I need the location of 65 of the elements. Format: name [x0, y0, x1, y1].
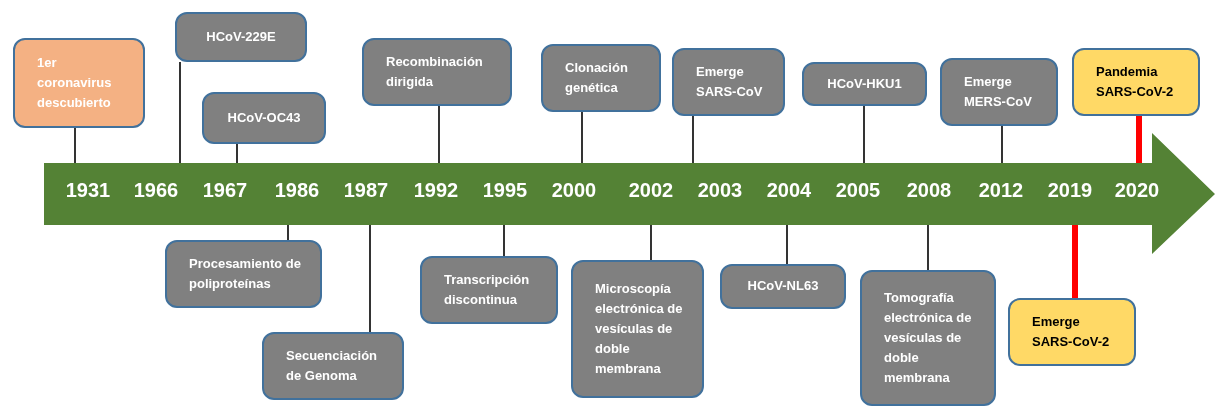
leader-line — [1001, 125, 1003, 164]
year-label: 2004 — [765, 178, 813, 202]
year-label: 2002 — [627, 178, 675, 202]
event-box — [1008, 298, 1136, 366]
event-text: HCoV-HKU1 — [827, 74, 902, 93]
event-text: Recombinación dirigida — [386, 52, 484, 91]
year-label: 1966 — [132, 178, 180, 202]
event-box — [720, 264, 846, 309]
event-box — [672, 48, 785, 116]
event-box — [860, 270, 996, 406]
event-text: Clonación genética — [565, 58, 629, 97]
leader-line — [650, 224, 652, 261]
year-label: 1992 — [412, 178, 460, 202]
leader-line — [179, 61, 181, 164]
year-label: 1931 — [64, 178, 112, 202]
event-box — [13, 38, 145, 128]
event-text: HCoV-NL63 — [747, 277, 819, 296]
event-box — [1072, 48, 1200, 116]
leader-line — [1072, 225, 1078, 298]
leader-line — [1136, 116, 1142, 163]
event-text: Emerge SARS-CoV — [696, 62, 764, 101]
leader-line — [503, 224, 505, 257]
leader-line — [287, 224, 289, 241]
year-label: 2012 — [977, 178, 1025, 202]
year-label: 2000 — [550, 178, 598, 202]
event-box — [420, 256, 558, 324]
year-label: 1987 — [342, 178, 390, 202]
event-box — [541, 44, 661, 112]
event-text: Tomografía electrónica de vesículas de doble membrana — [884, 288, 973, 388]
leader-line — [581, 111, 583, 164]
event-text: Pandemia SARS-CoV-2 — [1096, 62, 1175, 101]
year-label: 2019 — [1046, 178, 1094, 202]
year-label: 1967 — [201, 178, 249, 202]
event-box — [571, 260, 704, 398]
leader-line — [369, 224, 371, 333]
event-text: Microscopía electrónica de vesículas de doble membrana — [595, 279, 684, 379]
leader-line — [74, 127, 76, 164]
year-label: 2003 — [696, 178, 744, 202]
leader-line — [927, 224, 929, 271]
event-text: Transcripción discontinua — [444, 270, 531, 309]
timeline-arrow — [44, 133, 1215, 254]
year-label: 2020 — [1113, 178, 1161, 202]
event-text: HCoV-OC43 — [227, 108, 301, 127]
leader-line — [236, 143, 238, 164]
leader-line — [786, 224, 788, 265]
event-text: Emerge SARS-CoV-2 — [1032, 312, 1111, 351]
event-text: HCoV-229E — [206, 27, 276, 46]
year-label: 2005 — [834, 178, 882, 202]
event-box — [940, 58, 1058, 126]
event-box — [202, 92, 326, 144]
event-text: Procesamiento de poliproteínas — [189, 254, 302, 293]
leader-line — [438, 105, 440, 164]
event-box — [165, 240, 322, 308]
event-text: Emerge MERS-CoV — [964, 72, 1033, 111]
leader-line — [692, 115, 694, 164]
event-text: Secuenciación de Genoma — [286, 346, 379, 385]
event-box — [175, 12, 307, 62]
year-label: 2008 — [905, 178, 953, 202]
event-box — [262, 332, 404, 400]
event-text: 1er coronavirus descubierto — [37, 53, 113, 113]
year-label: 1986 — [273, 178, 321, 202]
event-box — [362, 38, 512, 106]
year-label: 1995 — [481, 178, 529, 202]
event-box — [802, 62, 927, 106]
leader-line — [863, 105, 865, 164]
